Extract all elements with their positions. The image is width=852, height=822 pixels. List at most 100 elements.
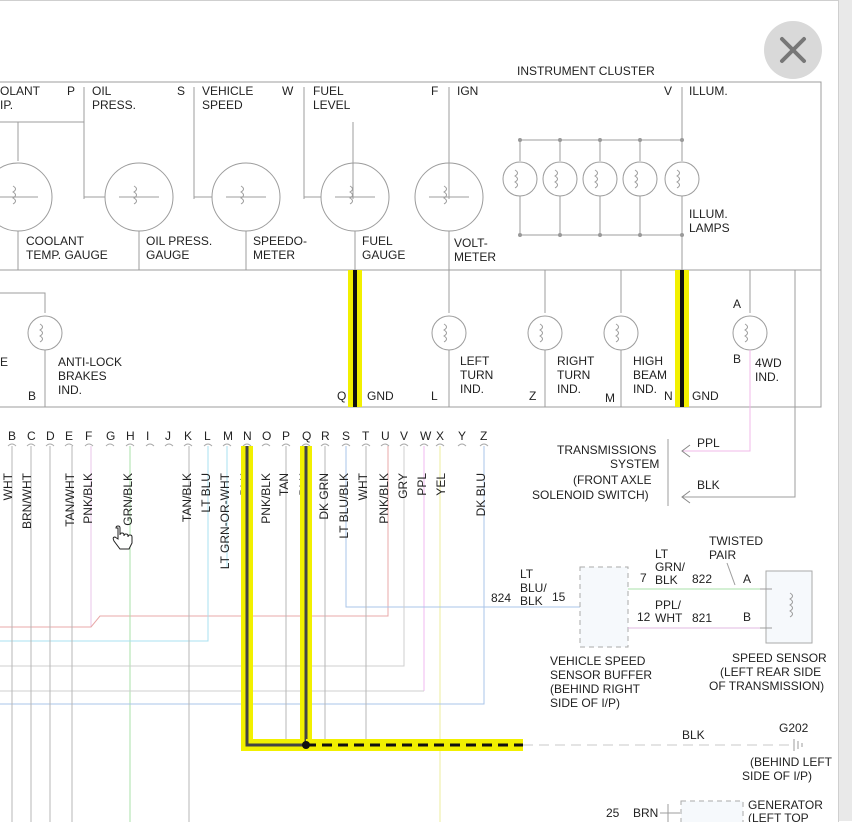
svg-text:RIGHT: RIGHT bbox=[557, 354, 595, 368]
svg-text:15: 15 bbox=[552, 590, 566, 604]
svg-text:OF TRANSMISSION): OF TRANSMISSION) bbox=[709, 679, 824, 693]
wire-color-label: TAN/WHT bbox=[63, 472, 77, 526]
svg-text:G: G bbox=[106, 429, 115, 443]
svg-text:LAMPS: LAMPS bbox=[689, 221, 730, 235]
ground-id: G202 bbox=[779, 721, 809, 735]
svg-text:824: 824 bbox=[491, 591, 511, 605]
svg-text:GND: GND bbox=[367, 389, 394, 403]
svg-text:822: 822 bbox=[692, 572, 712, 586]
connector-pin: F bbox=[84, 429, 94, 447]
svg-text:12: 12 bbox=[637, 610, 651, 624]
svg-text:M: M bbox=[223, 429, 233, 443]
wire-color-label: DK BLU bbox=[474, 473, 488, 516]
svg-text:P: P bbox=[282, 429, 290, 443]
svg-text:L: L bbox=[204, 429, 211, 443]
speedometer-gauge: SPEEDO- METER bbox=[194, 162, 307, 270]
indicators: E ANTI-LOCK BRAKES IND. B LEFT TURN IND.… bbox=[0, 269, 796, 498]
connector-pin: W bbox=[419, 429, 432, 447]
svg-text:A: A bbox=[743, 572, 751, 586]
svg-text:S: S bbox=[342, 429, 350, 443]
svg-text:HIGH: HIGH bbox=[633, 354, 663, 368]
svg-text:L: L bbox=[431, 389, 438, 403]
wire-color-label: PNK/BLK bbox=[377, 473, 391, 524]
wire-color-label: PNK/BLK bbox=[81, 473, 95, 524]
svg-text:F: F bbox=[85, 429, 92, 443]
svg-text:SIDE OF I/P): SIDE OF I/P) bbox=[550, 696, 620, 710]
svg-text:LEFT: LEFT bbox=[460, 354, 490, 368]
svg-text:OIL PRESS.: OIL PRESS. bbox=[146, 234, 212, 248]
instrument-cluster-box bbox=[0, 81, 822, 408]
transmission-switch: TRANSMISSIONS SYSTEM (FRONT AXLE SOLENOI… bbox=[532, 436, 720, 506]
connector-pin: X bbox=[435, 429, 445, 447]
svg-text:4WD: 4WD bbox=[755, 356, 782, 370]
svg-text:SENSOR BUFFER: SENSOR BUFFER bbox=[550, 668, 652, 682]
connector-pin: U bbox=[380, 429, 390, 447]
svg-text:SOLENOID SWITCH): SOLENOID SWITCH) bbox=[532, 488, 649, 502]
svg-text:D: D bbox=[46, 429, 55, 443]
ppl-wire-label: PPL bbox=[697, 436, 720, 450]
oil-press-label-2: PRESS. bbox=[92, 98, 136, 112]
oil-press-gauge: OIL PRESS. GAUGE bbox=[84, 162, 212, 270]
svg-text:T: T bbox=[362, 429, 370, 443]
illum-lamp bbox=[542, 138, 578, 237]
cluster-title: INSTRUMENT CLUSTER bbox=[517, 64, 655, 78]
svg-text:LT: LT bbox=[520, 567, 534, 581]
svg-text:Z: Z bbox=[529, 389, 536, 403]
svg-text:BLK: BLK bbox=[655, 573, 678, 587]
fuel-gauge: FUEL GAUGE bbox=[304, 162, 405, 270]
connector-pin: T bbox=[361, 429, 371, 447]
connector-pin: I bbox=[145, 429, 155, 447]
svg-text:J: J bbox=[165, 429, 171, 443]
wire-color-label: YEL bbox=[434, 473, 448, 496]
fuel-level-label-2: LEVEL bbox=[313, 98, 351, 112]
svg-text:SPEEDO-: SPEEDO- bbox=[253, 234, 307, 248]
svg-text:N: N bbox=[664, 389, 673, 403]
connector-pin: C bbox=[26, 429, 36, 447]
svg-text:GND: GND bbox=[692, 389, 719, 403]
svg-text:25: 25 bbox=[606, 806, 620, 820]
svg-text:FUEL: FUEL bbox=[362, 234, 393, 248]
connector-pin: E bbox=[64, 429, 74, 447]
generator: 25 BRN GENERATOR (LEFT TOP bbox=[606, 798, 823, 822]
svg-text:7: 7 bbox=[640, 571, 647, 585]
svg-text:(FRONT AXLE: (FRONT AXLE bbox=[573, 473, 651, 487]
svg-text:I: I bbox=[146, 429, 149, 443]
oil-press-label: OIL bbox=[92, 84, 112, 98]
svg-text:R: R bbox=[321, 429, 330, 443]
hand-cursor-icon bbox=[112, 525, 133, 550]
close-button[interactable] bbox=[764, 21, 822, 79]
svg-text:TEMP. GAUGE: TEMP. GAUGE bbox=[26, 248, 108, 262]
wire-color-label: PNK/BLK bbox=[259, 473, 273, 524]
coolant-temp-gauge: COOLANT TEMP. GAUGE bbox=[0, 162, 108, 270]
svg-text:X: X bbox=[436, 429, 444, 443]
gauges: COOLANT TEMP. GAUGE OIL PRESS. GAUGE bbox=[0, 162, 496, 270]
pin-w: W bbox=[282, 84, 294, 98]
svg-text:C: C bbox=[27, 429, 36, 443]
connector-pin: V bbox=[399, 429, 409, 447]
voltmeter-gauge: VOLT- METER bbox=[414, 162, 496, 270]
connector-pin: M bbox=[222, 429, 233, 447]
connector-pin: K bbox=[183, 429, 193, 447]
svg-text:IND.: IND. bbox=[460, 382, 484, 396]
svg-text:COOLANT: COOLANT bbox=[26, 234, 85, 248]
svg-text:Q: Q bbox=[302, 429, 311, 443]
svg-text:B: B bbox=[733, 352, 741, 366]
connector-pin: R bbox=[320, 429, 330, 447]
speed-sensor: TWISTED PAIR A B SPEED SENSOR (LEFT REAR… bbox=[709, 534, 827, 693]
connector-pin: S bbox=[341, 429, 351, 447]
connector-pin: Y bbox=[457, 429, 467, 447]
wire-color-label: GRY bbox=[396, 473, 410, 499]
illum-label: ILLUM. bbox=[689, 84, 728, 98]
vehicle-speed-label-2: SPEED bbox=[202, 98, 243, 112]
gnd-highlights: Q GND N GND bbox=[337, 270, 719, 407]
svg-text:N: N bbox=[243, 429, 252, 443]
wire-color-label: LT GRN-OR-WHT bbox=[218, 472, 232, 569]
svg-text:TRANSMISSIONS: TRANSMISSIONS bbox=[557, 443, 656, 457]
svg-text:VOLT-: VOLT- bbox=[454, 236, 488, 250]
svg-text:GENERATOR: GENERATOR bbox=[748, 798, 823, 812]
svg-text:BEAM: BEAM bbox=[633, 368, 667, 382]
